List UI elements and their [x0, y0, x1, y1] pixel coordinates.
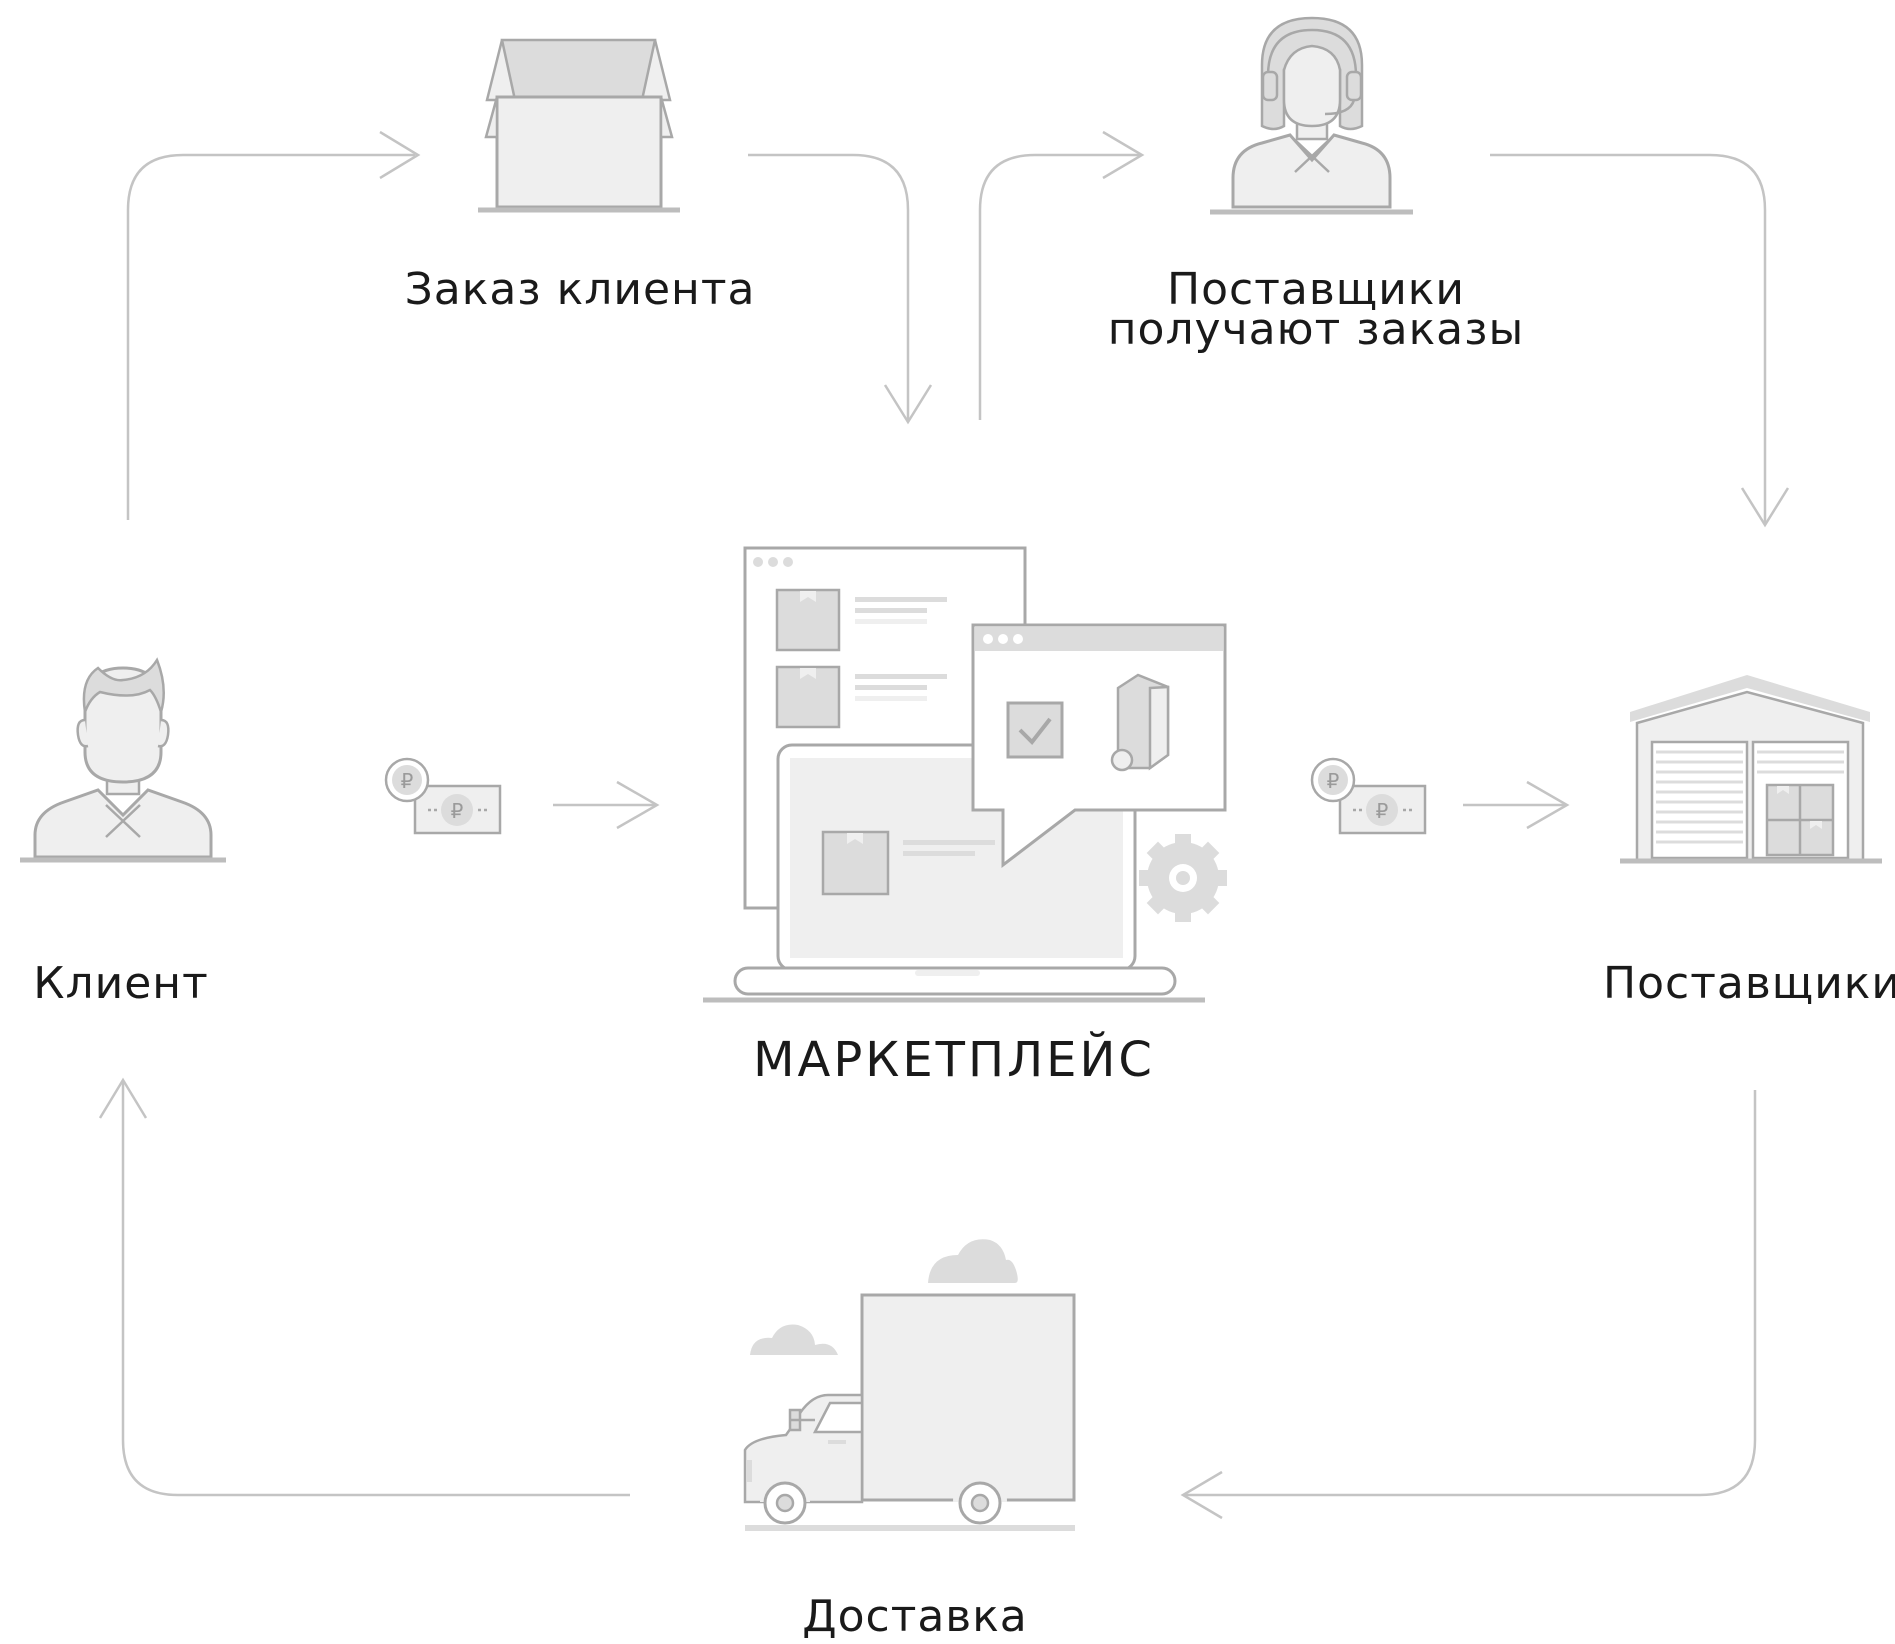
arrow-suppliers-to-delivery [1180, 1090, 1757, 1520]
label-customer-order: Заказ клиента [404, 264, 756, 315]
arrow-client-to-order [126, 130, 421, 520]
label-suppliers-receive-orders: Поставщики получают заказы [1107, 264, 1525, 355]
label-client: Клиент [33, 958, 209, 1009]
money-icon-left [384, 757, 502, 835]
arrow-payment-to-marketplace [553, 780, 660, 830]
label-suppliers: Поставщики [1603, 958, 1895, 1009]
currency-symbol-right-2: ₽ [1376, 799, 1389, 823]
label-suppliers-receive-line1: Поставщики [1167, 264, 1465, 315]
currency-symbol-left-2: ₽ [451, 799, 464, 823]
money-icon-right [1310, 757, 1427, 835]
arrow-marketplace-to-operator [978, 130, 1145, 420]
person-icon [20, 657, 226, 863]
marketplace-laptop-icon [703, 546, 1227, 1003]
currency-symbol-right-1: ₽ [1327, 769, 1340, 793]
label-marketplace: МАРКЕТПЛЕЙС [753, 1032, 1155, 1088]
gear-icon [1139, 834, 1227, 922]
arrow-order-to-marketplace [748, 153, 933, 425]
warehouse-icon [1620, 675, 1882, 864]
operator-icon [1210, 16, 1413, 215]
delivery-truck-icon [743, 1239, 1076, 1531]
label-suppliers-receive-line2: получают заказы [1107, 304, 1525, 355]
box-icon [478, 38, 680, 213]
label-delivery: Доставка [802, 1591, 1028, 1642]
currency-symbol-left-1: ₽ [401, 769, 414, 793]
arrow-operator-to-suppliers [1490, 153, 1790, 528]
arrow-delivery-to-client [98, 1077, 630, 1497]
arrow-payment-to-suppliers [1463, 780, 1570, 830]
